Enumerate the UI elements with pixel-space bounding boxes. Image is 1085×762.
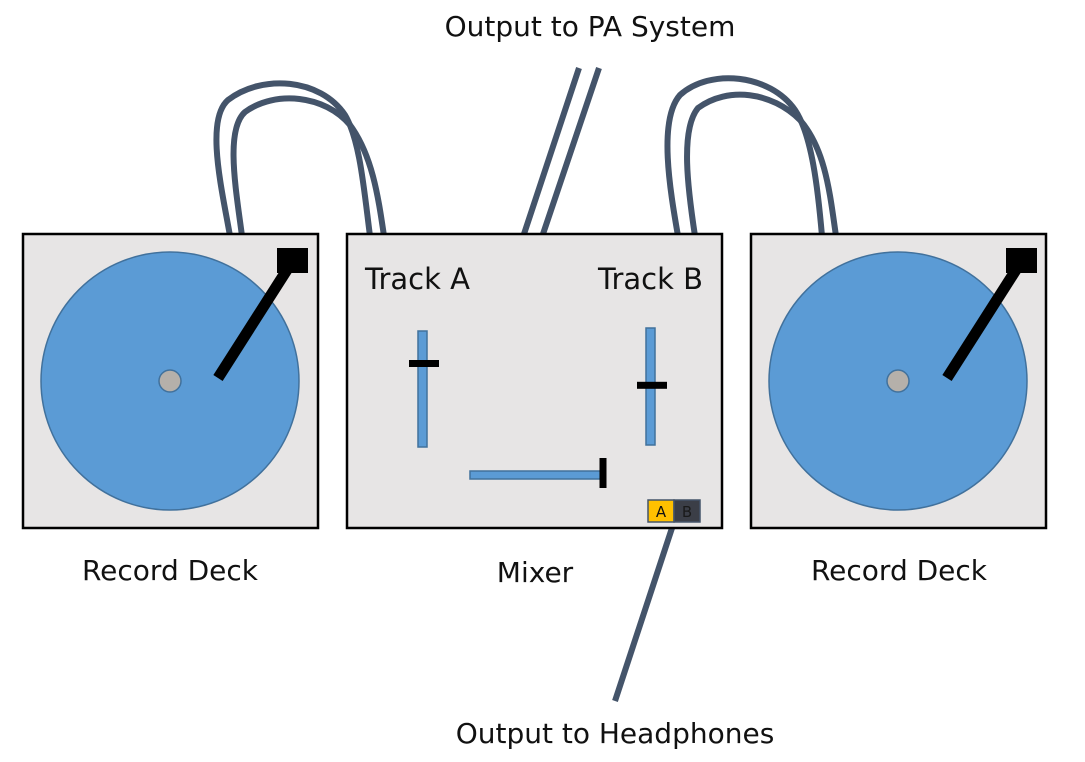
deck-left-spindle	[158, 369, 182, 393]
cables	[213, 67, 839, 702]
cable-left-deck-to-mixer-outer	[213, 80, 373, 237]
cable-right-deck-to-mixer-inner	[684, 91, 839, 237]
cable-pa-right	[540, 67, 602, 235]
deck-left-tonearm[interactable]	[213, 259, 297, 381]
cue-select-badge[interactable]: A B	[647, 499, 701, 523]
mixer: Track A Track B A B	[345, 232, 724, 530]
cue-badge-b-label: B	[682, 503, 692, 521]
cue-badge-b[interactable]	[673, 499, 701, 523]
track-b-label: Track B	[597, 262, 703, 296]
deck-left-label: Record Deck	[82, 554, 259, 587]
cable-pa-left	[521, 67, 582, 235]
track-a-fader-track	[417, 330, 428, 448]
track-a-fader-knob[interactable]	[409, 360, 439, 367]
deck-left-tonearm-base	[277, 248, 308, 273]
cue-badge-a-label: A	[656, 503, 667, 521]
deck-right-tonearm-base	[1006, 248, 1037, 273]
cable-right-deck-to-mixer-outer	[664, 75, 825, 237]
crossfader-knob[interactable]	[599, 458, 607, 488]
output-pa-label: Output to PA System	[445, 10, 736, 43]
deck-right-tonearm[interactable]	[942, 259, 1026, 381]
output-headphones-label: Output to Headphones	[456, 717, 775, 750]
crossfader-track	[469, 470, 604, 480]
record-deck-right	[749, 232, 1048, 530]
deck-right-label: Record Deck	[811, 554, 988, 587]
record-deck-left	[21, 232, 320, 530]
cable-headphones	[612, 527, 675, 702]
mixer-label: Mixer	[497, 556, 574, 589]
cable-left-deck-to-mixer-inner	[230, 95, 387, 237]
track-b-fader-knob[interactable]	[637, 381, 667, 389]
track-a-label: Track A	[364, 262, 470, 296]
deck-right-spindle	[886, 369, 910, 393]
